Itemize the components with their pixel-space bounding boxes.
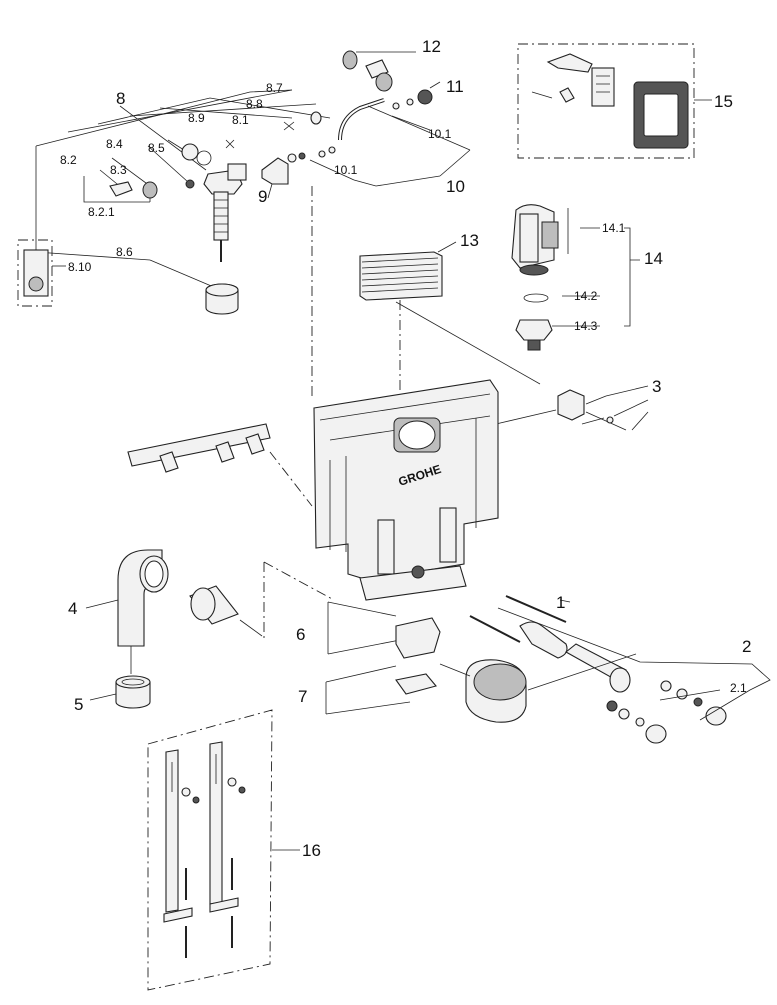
label-8-2: 8.2 bbox=[60, 153, 77, 167]
part-16-group: 16 bbox=[147, 709, 321, 991]
label-8-3: 8.3 bbox=[110, 163, 127, 177]
label-15: 15 bbox=[714, 92, 733, 111]
label-12: 12 bbox=[422, 37, 441, 56]
label-14-2: 14.2 bbox=[574, 289, 598, 303]
label-8-2-1: 8.2.1 bbox=[88, 205, 115, 219]
label-8-4: 8.4 bbox=[106, 137, 123, 151]
part-15-group: 15 bbox=[517, 43, 733, 159]
label-4: 4 bbox=[68, 599, 77, 618]
part-4-5-group: 4 5 bbox=[68, 549, 263, 714]
label-8: 8 bbox=[116, 89, 125, 108]
label-8-5: 8.5 bbox=[148, 141, 165, 155]
part-1-2-group: 1 2 2.1 bbox=[469, 593, 771, 744]
label-6: 6 bbox=[296, 625, 305, 644]
part-6-7-group: 6 7 bbox=[263, 561, 527, 723]
label-8-10: 8.10 bbox=[68, 260, 92, 274]
label-5: 5 bbox=[74, 695, 83, 714]
part-13-group: 13 bbox=[359, 231, 541, 385]
label-13: 13 bbox=[460, 231, 479, 250]
part-14-group: 14.1 14.2 14.3 14 bbox=[511, 204, 663, 351]
part-8-10-group: 8.10 bbox=[17, 239, 92, 307]
mounting-rail bbox=[127, 423, 313, 507]
label-1: 1 bbox=[556, 593, 565, 612]
label-10: 10 bbox=[446, 177, 465, 196]
label-14-3: 14.3 bbox=[574, 319, 598, 333]
label-9: 9 bbox=[258, 187, 267, 206]
label-10-1-upper: 10.1 bbox=[428, 127, 452, 141]
label-14-1: 14.1 bbox=[602, 221, 626, 235]
label-3: 3 bbox=[652, 377, 661, 396]
label-2: 2 bbox=[742, 637, 751, 656]
label-16: 16 bbox=[302, 841, 321, 860]
parts-10-12-group: 12 11 10.1 10 10.1 bbox=[309, 37, 471, 196]
label-2-1: 2.1 bbox=[730, 681, 747, 695]
label-14: 14 bbox=[644, 249, 663, 268]
label-7: 7 bbox=[298, 687, 307, 706]
label-8-1: 8.1 bbox=[232, 113, 249, 127]
part-3-group: 3 bbox=[495, 377, 661, 431]
label-11: 11 bbox=[446, 77, 464, 96]
main-frame: GROHE bbox=[311, 186, 499, 601]
label-8-9: 8.9 bbox=[188, 111, 205, 125]
label-8-8: 8.8 bbox=[246, 97, 263, 111]
part-8-group: 8 8.7 8.8 8.9 8.1 8.5 8.4 8.2 8.3 8.2.1 … bbox=[35, 81, 331, 315]
label-10-1-lower: 10.1 bbox=[334, 163, 358, 177]
label-8-6: 8.6 bbox=[116, 245, 133, 259]
label-8-7: 8.7 bbox=[266, 81, 283, 95]
